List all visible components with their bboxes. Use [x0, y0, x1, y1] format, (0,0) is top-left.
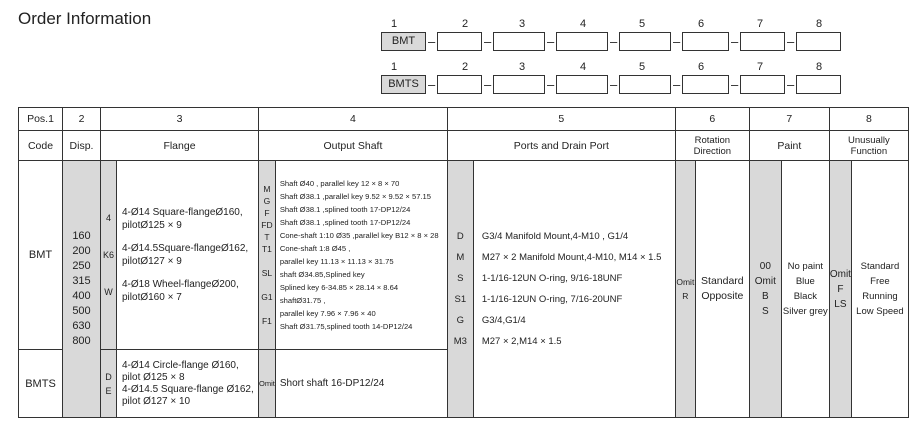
code-box[interactable]	[556, 32, 608, 51]
page-title: Order Information	[18, 9, 152, 28]
col-header: Rotation Direction	[674, 130, 750, 161]
position-number: 8	[815, 61, 823, 73]
col-header: Paint	[748, 130, 830, 161]
code-box[interactable]	[682, 32, 729, 51]
order-code-row-bmts: 1 2 3 4 5 6 7 8 BMTS – – – – – – –	[378, 61, 918, 101]
position-number: 2	[461, 61, 469, 73]
code-box[interactable]	[619, 32, 671, 51]
code-box[interactable]	[437, 32, 482, 51]
position-number: 5	[638, 61, 646, 73]
shaft-description-bmts: Short shaft 16-DP12/24	[274, 349, 448, 418]
order-table: Pos.1 2 3 4 5 6 7 8 Code Disp. Flange Ou…	[18, 107, 909, 418]
flange-codes-bmt: 4 K6 W	[100, 160, 117, 350]
code-box[interactable]	[493, 32, 545, 51]
col-header: Ports and Drain Port	[446, 130, 676, 161]
pos-header: Pos.1	[18, 107, 63, 131]
order-code-row-bmt: 1 2 3 4 5 6 7 8 BMT – – – – – – –	[378, 18, 918, 58]
position-number: 3	[518, 61, 526, 73]
code-box[interactable]	[493, 75, 545, 94]
name-header-row: Code Disp. Flange Output Shaft Ports and…	[18, 130, 909, 161]
pos-header: 7	[748, 107, 830, 131]
code-box-series: BMT	[381, 32, 426, 51]
col-header: Unusually Function	[828, 130, 909, 161]
col-header: Disp.	[62, 130, 101, 161]
pos-header: 5	[446, 107, 676, 131]
position-number: 1	[390, 61, 398, 73]
position-number: 7	[756, 61, 764, 73]
position-number: 5	[638, 18, 646, 30]
code-box-series: BMTS	[381, 75, 426, 94]
pos-header: 2	[62, 107, 101, 131]
col-header: Code	[18, 130, 63, 161]
code-bmt: BMT	[18, 160, 63, 350]
position-number: 4	[579, 61, 587, 73]
position-number: 4	[579, 18, 587, 30]
position-number: 6	[697, 18, 705, 30]
position-number: 7	[756, 18, 764, 30]
code-box[interactable]	[619, 75, 671, 94]
code-box[interactable]	[437, 75, 482, 94]
pos-header: 3	[100, 107, 259, 131]
code-box[interactable]	[796, 75, 841, 94]
code-box[interactable]	[796, 32, 841, 51]
code-box[interactable]	[682, 75, 729, 94]
position-number: 2	[461, 18, 469, 30]
code-box[interactable]	[740, 32, 785, 51]
shaft-code-bmts: Omit	[258, 349, 276, 418]
position-number: 1	[390, 18, 398, 30]
code-box[interactable]	[740, 75, 785, 94]
col-header: Output Shaft	[258, 130, 448, 161]
col-header: Flange	[100, 130, 259, 161]
flange-descriptions-bmts: 4-Ø14 Circle-flange Ø160,pilot Ø125 × 8 …	[116, 349, 259, 418]
position-number: 6	[697, 61, 705, 73]
code-bmts: BMTS	[18, 349, 63, 418]
position-number: 8	[815, 18, 823, 30]
position-header-row: Pos.1 2 3 4 5 6 7 8	[18, 107, 909, 131]
flange-descriptions-bmt: 4-Ø14 Square-flangeØ160,pilotØ125 × 9 4-…	[116, 160, 259, 350]
pos-header: 6	[674, 107, 750, 131]
code-box[interactable]	[556, 75, 608, 94]
pos-header: 8	[828, 107, 909, 131]
position-number: 3	[518, 18, 526, 30]
pos-header: 4	[258, 107, 448, 131]
